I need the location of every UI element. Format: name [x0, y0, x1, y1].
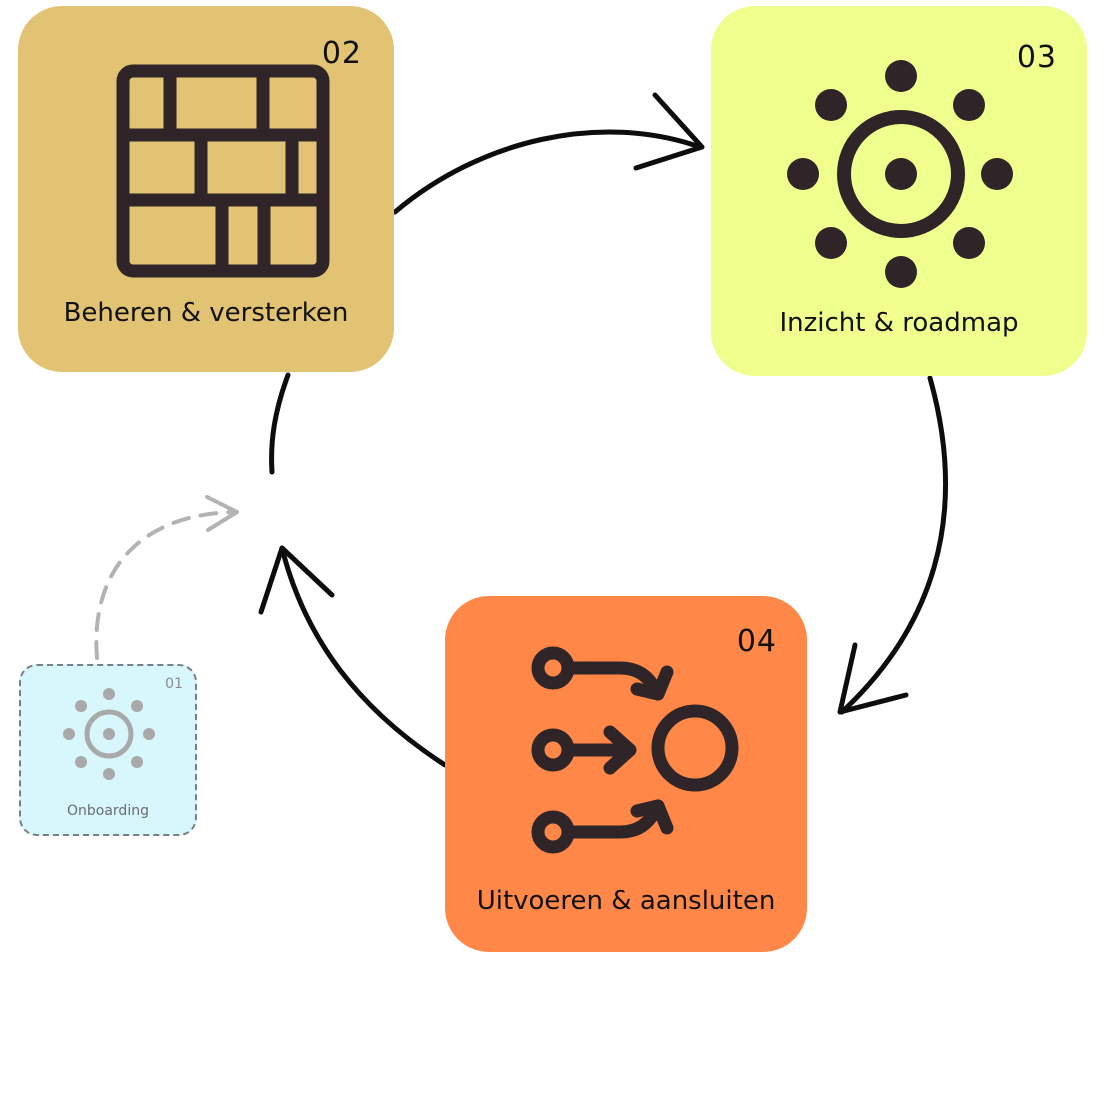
- step-card-02: 02 Beheren & versterken: [18, 6, 394, 372]
- arc-segment: [269, 372, 291, 475]
- arrowhead-03: [633, 92, 705, 171]
- arrow-02-to-03: [392, 129, 703, 215]
- sun-icon: [787, 60, 1013, 288]
- step-number: 04: [736, 624, 777, 659]
- step-label: Onboarding: [67, 803, 149, 819]
- step-number: 01: [165, 676, 183, 692]
- arrowhead-dashed: [205, 495, 239, 532]
- step-label: Uitvoeren & aansluiten: [476, 886, 776, 916]
- step-card-03: 03 Inzicht & roadmap: [711, 6, 1087, 376]
- arrow-04-to-02: [279, 545, 448, 768]
- sun-icon: [63, 688, 155, 780]
- step-card-04: 04 Uitvoeren & aansluiten: [445, 596, 807, 952]
- step-label: Inzicht & roadmap: [779, 308, 1019, 338]
- merge-arrows-icon: [531, 646, 739, 854]
- step-number: 02: [321, 36, 362, 71]
- arrowhead-04: [837, 642, 909, 715]
- arrowhead-02: [258, 545, 335, 615]
- arrow-03-to-04: [839, 375, 948, 715]
- step-card-01: 01 Onboarding: [19, 664, 197, 836]
- step-number: 03: [1016, 40, 1057, 75]
- arrow-01-to-cycle: [94, 510, 235, 660]
- step-label: Beheren & versterken: [63, 298, 349, 328]
- brick-wall-icon: [116, 64, 330, 278]
